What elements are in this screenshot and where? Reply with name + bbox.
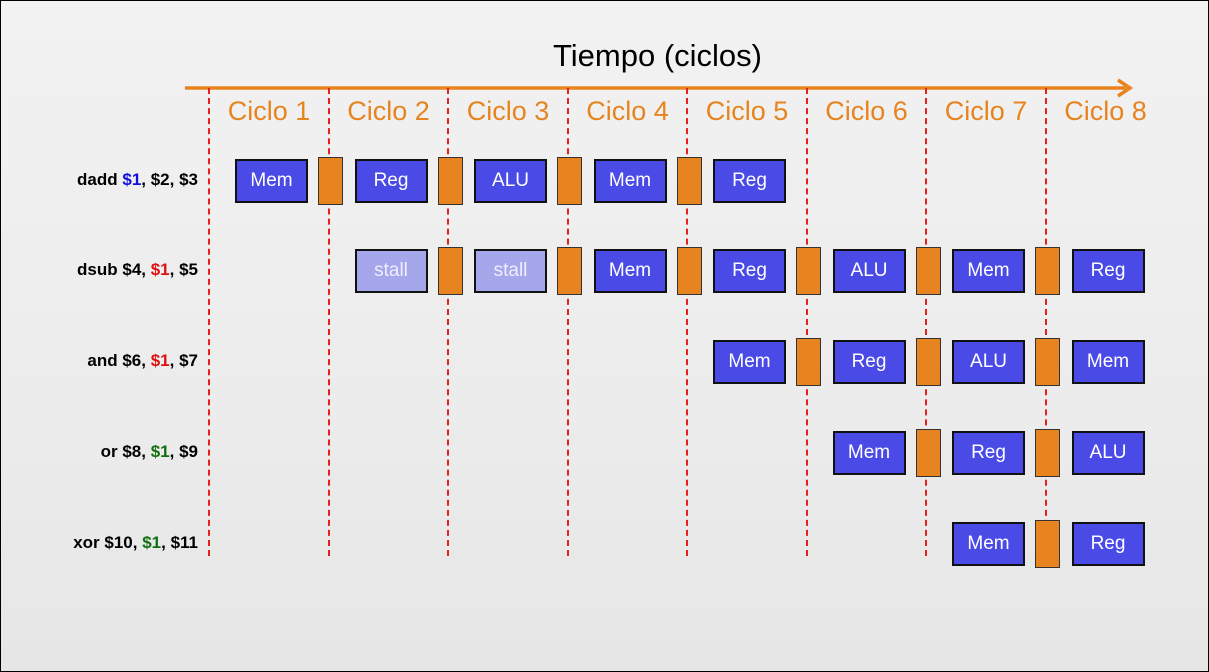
instruction-text: and $6, xyxy=(87,351,151,370)
pipeline-register xyxy=(796,247,821,295)
pipeline-register xyxy=(1035,247,1060,295)
instruction-text: or $8, xyxy=(100,442,151,461)
cycle-label: Ciclo 6 xyxy=(825,96,908,126)
cycle-divider xyxy=(925,88,927,556)
pipeline-register xyxy=(915,338,941,386)
cycle-label: Ciclo 2 xyxy=(347,96,430,126)
stall-stage: stall xyxy=(474,249,547,293)
instruction-label: or $8, $1, $9 xyxy=(0,442,198,462)
register-ok: $1 xyxy=(150,442,170,461)
stage-mem: Mem xyxy=(1071,340,1145,384)
pipeline-register xyxy=(437,157,463,205)
register-ok: $1 xyxy=(142,533,162,552)
pipeline-register xyxy=(318,157,343,205)
pipeline-register xyxy=(676,157,702,205)
stall-stage: stall xyxy=(354,249,428,293)
pipeline-register xyxy=(1035,429,1060,477)
stage-mem: Mem xyxy=(952,249,1025,293)
pipeline-register xyxy=(915,247,941,295)
stage-mem: Mem xyxy=(713,340,786,384)
instruction-text: xor $10, xyxy=(73,533,143,552)
instruction-label: dadd $1, $2, $3 xyxy=(0,170,198,190)
instruction-text: , $11 xyxy=(161,533,198,552)
stage-mem: Mem xyxy=(235,159,308,203)
cycle-divider xyxy=(1044,88,1047,556)
stage-mem: Mem xyxy=(952,522,1025,566)
stage-alu: ALU xyxy=(952,340,1025,384)
stage-reg: Reg xyxy=(952,431,1025,475)
cycle-label: Ciclo 7 xyxy=(944,96,1028,126)
pipeline-register xyxy=(796,338,821,386)
instruction-text: , $7 xyxy=(169,351,198,370)
register-write: $1 xyxy=(122,170,142,189)
instruction-text: , $2, $3 xyxy=(141,170,198,189)
stage-reg: Reg xyxy=(1071,249,1145,293)
instruction-text: dadd xyxy=(77,170,123,189)
stage-reg: Reg xyxy=(713,249,786,293)
pipeline-register xyxy=(557,157,582,205)
pipeline-register xyxy=(437,247,463,295)
instruction-text: , $5 xyxy=(169,260,198,279)
cycle-divider xyxy=(686,88,688,556)
cycle-label: Ciclo 1 xyxy=(227,96,311,126)
cycle-divider xyxy=(566,88,569,556)
cycle-label: Ciclo 3 xyxy=(466,96,550,126)
stage-reg: Reg xyxy=(354,159,428,203)
pipeline-register xyxy=(1035,338,1060,386)
cycle-divider xyxy=(208,88,210,556)
cycle-divider xyxy=(447,88,449,556)
stage-reg: Reg xyxy=(713,159,786,203)
pipeline-register xyxy=(1035,520,1060,568)
stage-alu: ALU xyxy=(474,159,547,203)
pipeline-register xyxy=(557,247,582,295)
cycle-label: Ciclo 4 xyxy=(586,96,669,126)
stage-reg: Reg xyxy=(832,340,906,384)
instruction-text: , $9 xyxy=(169,442,198,461)
instruction-text: dsub $4, xyxy=(77,260,151,279)
instruction-label: dsub $4, $1, $5 xyxy=(0,260,198,280)
pipeline-register xyxy=(676,247,702,295)
cycle-divider xyxy=(327,88,330,556)
stage-mem: Mem xyxy=(593,249,667,293)
stage-reg: Reg xyxy=(1071,522,1145,566)
cycle-divider xyxy=(805,88,808,556)
pipeline-register xyxy=(915,429,941,477)
stage-mem: Mem xyxy=(832,431,906,475)
instruction-label: xor $10, $1, $11 xyxy=(0,533,198,553)
time-axis-title: Tiempo (ciclos) xyxy=(553,38,762,73)
cycle-label: Ciclo 5 xyxy=(705,96,789,126)
stage-alu: ALU xyxy=(832,249,906,293)
cycle-label: Ciclo 8 xyxy=(1064,96,1147,126)
register-hazard: $1 xyxy=(150,351,170,370)
stage-alu: ALU xyxy=(1071,431,1145,475)
instruction-label: and $6, $1, $7 xyxy=(0,351,198,371)
stage-mem: Mem xyxy=(593,159,667,203)
register-hazard: $1 xyxy=(150,260,170,279)
